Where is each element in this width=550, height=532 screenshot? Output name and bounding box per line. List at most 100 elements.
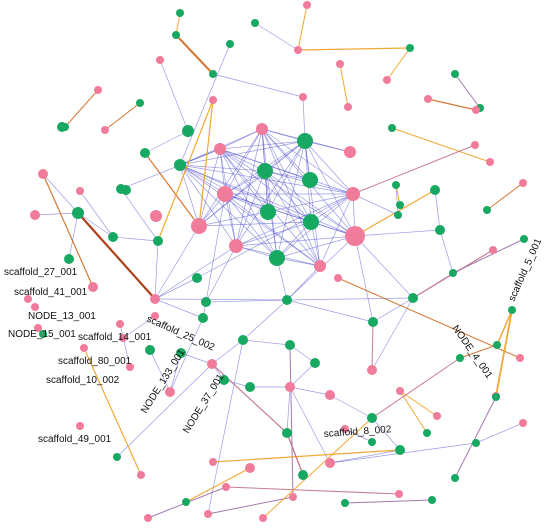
node-h15[interactable] [245,382,255,392]
node-h27[interactable] [201,297,211,307]
node-h13[interactable] [310,358,320,368]
node-l21[interactable] [145,345,155,355]
node-r20[interactable] [519,419,527,427]
node-h10[interactable] [198,313,208,323]
node-c14[interactable] [229,239,243,253]
node-c17[interactable] [345,226,365,246]
node-l16[interactable] [76,422,84,430]
node-r12[interactable] [489,246,497,254]
node-r16[interactable] [334,274,342,282]
node-l15[interactable] [80,344,88,352]
node-r3[interactable] [424,95,432,103]
node-h5[interactable] [449,269,457,277]
node-c15[interactable] [269,250,285,266]
node-h14[interactable] [207,359,217,369]
node-h20[interactable] [367,413,377,423]
node-l7[interactable] [108,232,118,242]
node-h6[interactable] [435,225,445,235]
node-c11[interactable] [303,214,319,230]
node-r19[interactable] [433,412,441,420]
node-h23[interactable] [325,458,335,468]
node-h18[interactable] [219,375,229,385]
node-r9[interactable] [471,141,479,149]
node-h26[interactable] [245,463,255,473]
node-r10[interactable] [396,201,404,209]
node-h12[interactable] [285,340,295,350]
node-b5[interactable] [204,510,212,518]
node-b3[interactable] [209,458,217,466]
node-t7[interactable] [336,60,344,68]
node-r21[interactable] [472,439,480,447]
node-h2[interactable] [282,295,292,305]
node-t13[interactable] [94,86,102,94]
node-h9[interactable] [394,211,402,219]
node-c4[interactable] [344,146,356,158]
node-t3[interactable] [209,70,217,78]
node-r24[interactable] [492,393,500,401]
node-t18[interactable] [156,56,164,64]
node-r4[interactable] [472,106,480,114]
node-r6[interactable] [486,158,494,166]
node-t14[interactable] [61,123,69,131]
node-b10[interactable] [428,496,436,504]
node-b6[interactable] [259,514,267,522]
node-c10[interactable] [260,204,276,220]
node-r18[interactable] [508,306,516,314]
node-b15[interactable] [368,438,376,446]
node-b4[interactable] [222,483,230,491]
node-l2[interactable] [64,254,74,264]
node-t17[interactable] [226,40,234,48]
node-c8[interactable] [174,159,186,171]
node-r1[interactable] [451,70,459,78]
node-c3[interactable] [297,133,313,149]
node-b12[interactable] [113,453,121,461]
node-b7[interactable] [289,493,297,501]
node-r23[interactable] [396,387,404,395]
node-l13[interactable] [116,320,124,328]
node-t6[interactable] [294,46,302,54]
node-l18[interactable] [39,330,47,338]
node-m1[interactable] [119,334,127,342]
node-t4[interactable] [209,96,217,104]
node-t11[interactable] [299,93,307,101]
node-c6[interactable] [257,163,273,179]
node-h4[interactable] [408,293,418,303]
node-b14[interactable] [341,425,349,433]
node-t1[interactable] [176,9,184,17]
node-b11[interactable] [451,474,459,482]
node-t10[interactable] [383,76,391,84]
node-r14[interactable] [516,354,524,362]
node-l10[interactable] [88,282,98,292]
node-h3[interactable] [368,317,378,327]
node-t5[interactable] [303,1,311,9]
node-r22[interactable] [423,429,431,437]
node-b9[interactable] [395,490,403,498]
node-h19[interactable] [165,387,175,397]
node-l9[interactable] [140,148,150,158]
node-h24[interactable] [282,428,292,438]
node-l8[interactable] [116,184,126,194]
node-c1[interactable] [182,125,194,137]
node-m2[interactable] [151,312,159,320]
node-t9[interactable] [406,44,414,52]
node-l3[interactable] [38,169,48,179]
node-r7[interactable] [519,179,527,187]
node-h21[interactable] [367,365,377,375]
node-l12[interactable] [34,324,42,332]
node-t2[interactable] [172,31,180,39]
node-b13[interactable] [137,471,145,479]
node-h8[interactable] [392,181,400,189]
node-c9[interactable] [217,186,233,202]
node-l6[interactable] [76,187,84,195]
node-r17[interactable] [456,354,464,362]
node-b2[interactable] [182,498,190,506]
node-l14[interactable] [126,363,134,371]
node-l4[interactable] [30,210,40,220]
node-r13[interactable] [493,341,501,349]
node-r11[interactable] [520,235,528,243]
node-l11[interactable] [31,303,39,311]
node-h22[interactable] [395,445,405,455]
node-c12[interactable] [346,187,360,201]
node-c5[interactable] [214,143,226,155]
node-b1[interactable] [144,514,152,522]
